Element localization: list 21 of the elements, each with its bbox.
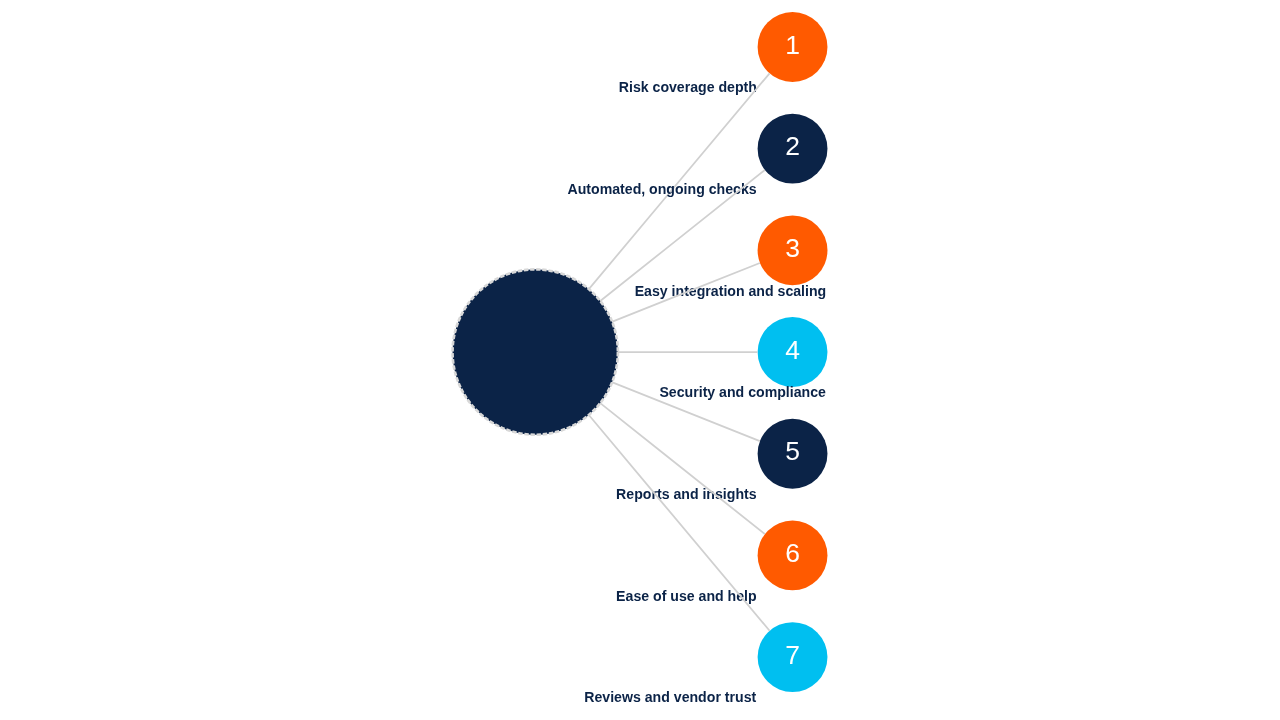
connector <box>611 262 761 323</box>
node-circle: 7 <box>757 622 828 693</box>
node-circle: 5 <box>757 418 828 489</box>
node-label: Ease of use and help <box>616 587 757 604</box>
node-circle: 1 <box>757 12 828 82</box>
node-circle: 6 <box>757 520 828 591</box>
connector <box>588 72 771 290</box>
node-label: Reviews and vendor trust <box>584 689 757 706</box>
node-circle: 4 <box>757 317 828 387</box>
connector <box>599 169 766 302</box>
node-label: Risk coverage depth <box>618 79 757 96</box>
node-circle <box>451 268 620 437</box>
node-circle: 3 <box>757 215 828 286</box>
connector <box>599 402 766 535</box>
node-label: Security and compliance <box>659 384 826 401</box>
node-circle: 2 <box>757 113 828 184</box>
node-label: Automated, ongoing checks <box>567 181 757 198</box>
connector <box>617 351 759 353</box>
connector <box>588 414 771 632</box>
connector <box>611 381 761 442</box>
node-label: Reports and insights <box>616 486 757 503</box>
